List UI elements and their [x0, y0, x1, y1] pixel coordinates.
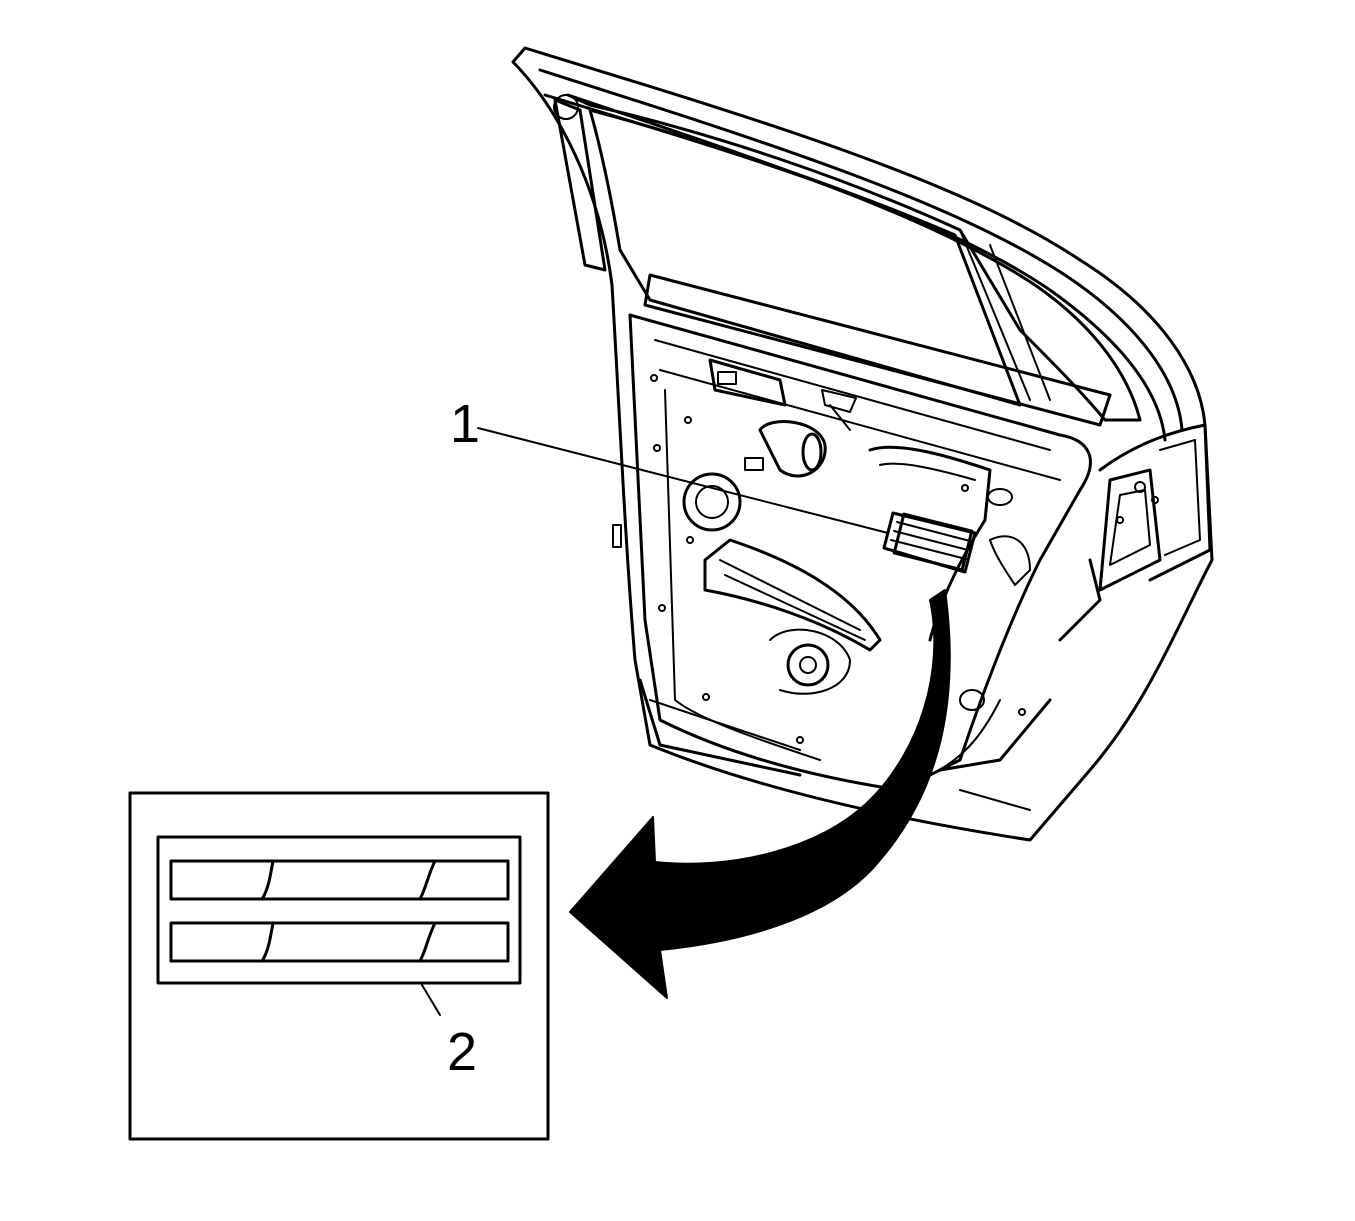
rear-door-assembly — [511, 46, 1214, 842]
callout-1-label: 1 — [450, 394, 480, 454]
direction-arrow — [569, 589, 951, 999]
label-stripe-top — [169, 859, 510, 901]
callout-2: 2 — [421, 984, 477, 1082]
callout-1: 1 — [450, 394, 889, 534]
label-stripe-bottom — [169, 921, 510, 963]
callout-2-label: 2 — [447, 1022, 477, 1082]
detail-inset: 2 — [128, 791, 550, 1141]
